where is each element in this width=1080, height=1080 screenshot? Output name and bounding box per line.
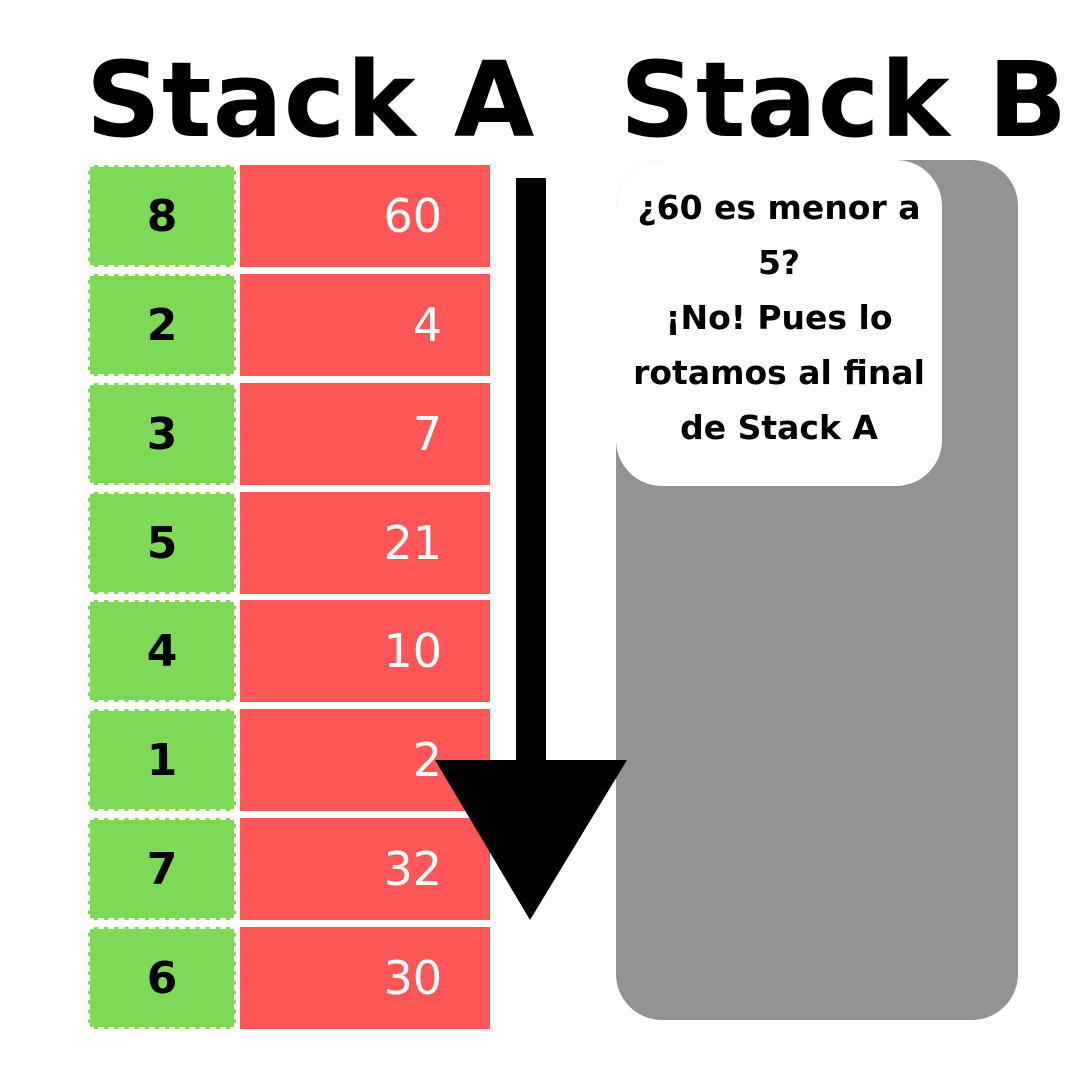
- stack-a-index-cell: 3: [87, 382, 237, 486]
- callout-text: ¿60 es menor a 5? ¡No! Pues lo rotamos a…: [633, 187, 925, 447]
- stack-a-index-cell: 1: [87, 708, 237, 812]
- stack-a-value-cell: 30: [240, 927, 490, 1029]
- stack-a-value-cell: 21: [240, 492, 490, 594]
- stack-a-title: Stack A: [86, 39, 536, 161]
- stack-a-value-cell: 7: [240, 383, 490, 485]
- stack-a-index-cell: 7: [87, 817, 237, 921]
- stack-a-index-cell: 5: [87, 491, 237, 595]
- stack-a-value-cell: 4: [240, 274, 490, 376]
- stack-a-value-cell: 10: [240, 600, 490, 702]
- stack-a-value-cell: 32: [240, 818, 490, 920]
- stack-b-callout: ¿60 es menor a 5? ¡No! Pues lo rotamos a…: [616, 160, 942, 486]
- stack-a-index-cell: 4: [87, 599, 237, 703]
- stack-b-title: Stack B: [620, 39, 1069, 161]
- stack-a-index-cell: 2: [87, 273, 237, 377]
- stack-a-value-cell: 60: [240, 165, 490, 267]
- down-arrow-icon: [435, 178, 627, 920]
- stack-a-index-cell: 6: [87, 926, 237, 1030]
- stack-a-index-cell: 8: [87, 164, 237, 268]
